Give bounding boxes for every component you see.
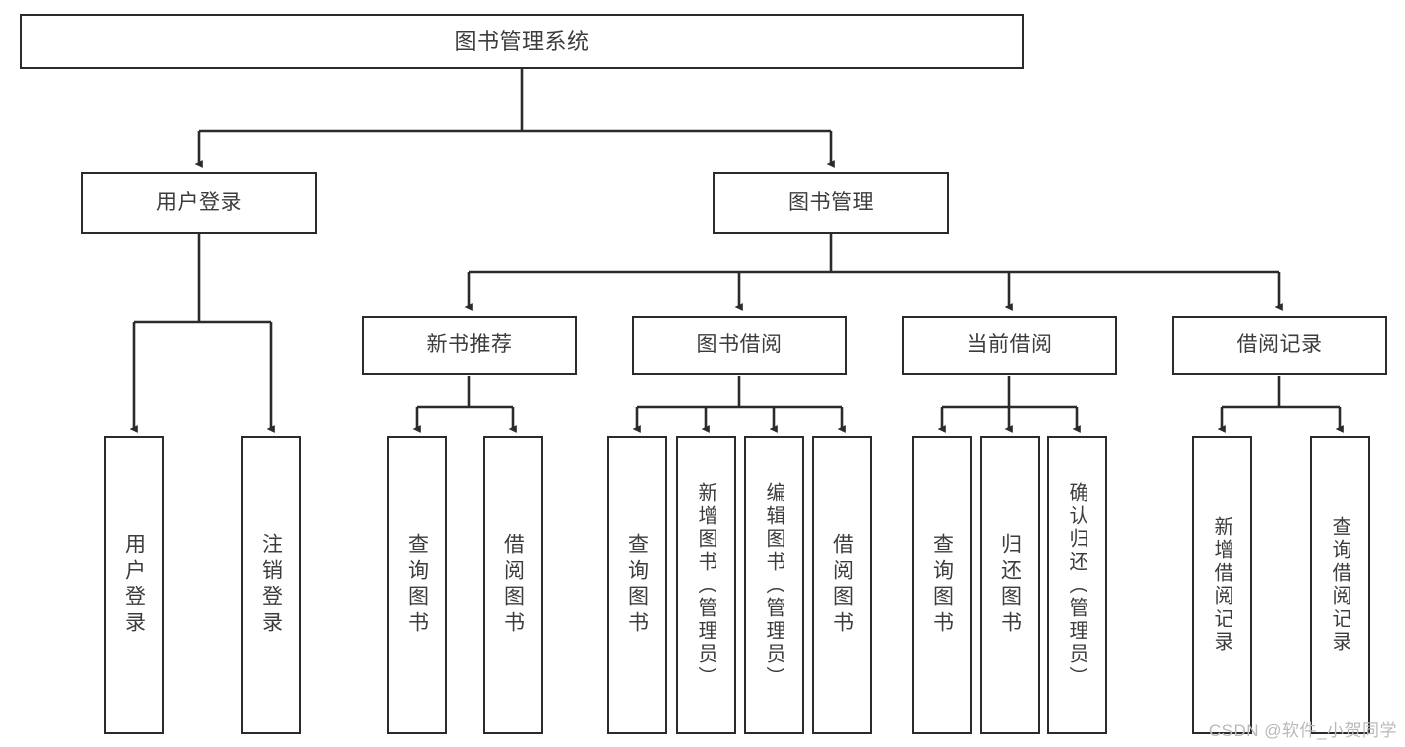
node-root-book-management-system[interactable]: 图书管理系统	[20, 14, 1024, 69]
node-book-management[interactable]: 图书管理	[713, 172, 949, 234]
leaf-borrow-record-add-record[interactable]: 新增借阅记录	[1192, 436, 1252, 734]
leaf-book-borrow-edit-book-admin[interactable]: 编辑图书（管理员）	[744, 436, 804, 734]
leaf-book-borrow-add-book-admin[interactable]: 新增图书（管理员）	[676, 436, 736, 734]
node-label: 查询图书	[931, 533, 953, 637]
node-label: 新增借阅记录	[1212, 516, 1232, 654]
node-label: 借阅图书	[831, 533, 853, 637]
leaf-new-book-query-book[interactable]: 查询图书	[387, 436, 447, 734]
node-label: 查询图书	[626, 533, 648, 637]
node-label: 图书管理系统	[454, 28, 590, 54]
node-label: 借阅记录	[1236, 333, 1323, 357]
node-label: 当前借阅	[966, 333, 1053, 357]
node-label: 新书推荐	[426, 333, 513, 357]
node-label: 用户登录	[156, 190, 242, 214]
leaf-current-borrow-return-book[interactable]: 归还图书	[980, 436, 1040, 734]
node-label: 新增图书（管理员）	[696, 481, 716, 689]
node-label: 图书借阅	[696, 333, 783, 357]
node-current-borrow[interactable]: 当前借阅	[902, 316, 1117, 375]
node-label: 编辑图书（管理员）	[764, 481, 784, 689]
node-label: 用户登录	[123, 533, 145, 637]
node-label: 图书管理	[788, 190, 874, 214]
node-new-book-recommend[interactable]: 新书推荐	[362, 316, 577, 375]
leaf-current-borrow-query-book[interactable]: 查询图书	[912, 436, 972, 734]
leaf-borrow-record-query-record[interactable]: 查询借阅记录	[1310, 436, 1370, 734]
leaf-new-book-borrow-book[interactable]: 借阅图书	[483, 436, 543, 734]
node-user-login[interactable]: 用户登录	[81, 172, 317, 234]
node-label: 归还图书	[999, 533, 1021, 637]
node-label: 查询图书	[406, 533, 428, 637]
node-label: 确认归还（管理员）	[1067, 481, 1087, 689]
node-label: 注销登录	[260, 533, 282, 637]
leaf-current-borrow-confirm-return-admin[interactable]: 确认归还（管理员）	[1047, 436, 1107, 734]
node-borrow-record[interactable]: 借阅记录	[1172, 316, 1387, 375]
csdn-watermark: CSDN @软件_小贺同学	[1208, 721, 1397, 740]
leaf-book-borrow-query-book[interactable]: 查询图书	[607, 436, 667, 734]
node-label: 借阅图书	[502, 533, 524, 637]
leaf-user-login-login[interactable]: 用户登录	[104, 436, 164, 734]
leaf-book-borrow-borrow-book[interactable]: 借阅图书	[812, 436, 872, 734]
leaf-user-login-logout[interactable]: 注销登录	[241, 436, 301, 734]
node-label: 查询借阅记录	[1330, 516, 1350, 654]
node-book-borrow[interactable]: 图书借阅	[632, 316, 847, 375]
